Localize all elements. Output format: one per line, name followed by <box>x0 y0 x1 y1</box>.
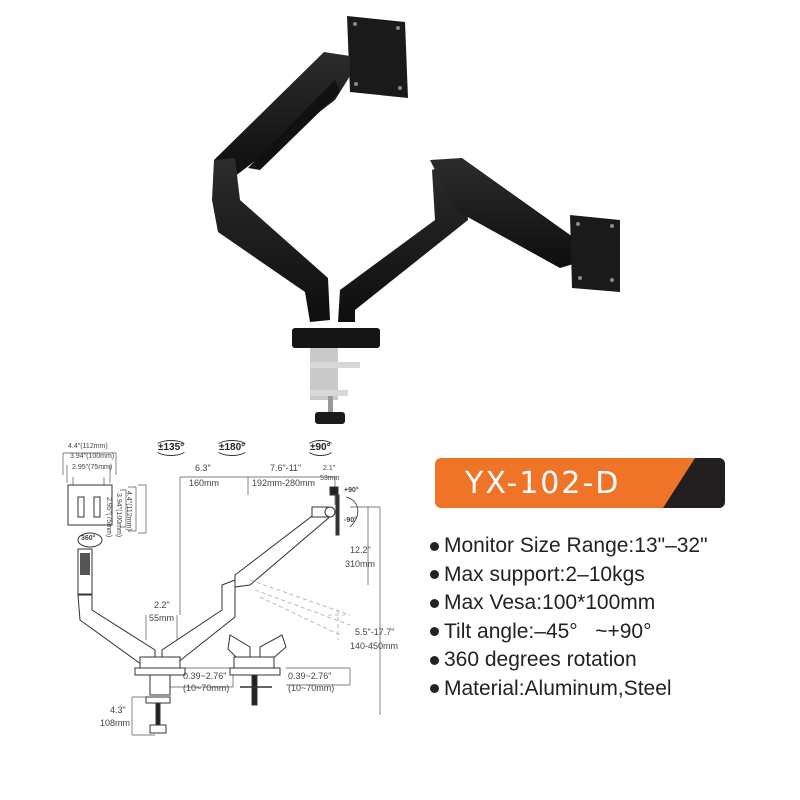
clamp-depth-in: 4.3" <box>110 705 126 715</box>
vesa-outer-height: 4.4"(112mm) <box>125 491 132 531</box>
bullet-icon <box>430 598 439 608</box>
dual-monitor-arm-image <box>212 16 620 424</box>
pole-gap-mm: 55mm <box>149 613 175 623</box>
clamp-depth-mm: 108mm <box>100 718 131 728</box>
head-length-mm: 53mm <box>320 475 340 482</box>
vesa-plate-right <box>570 215 620 292</box>
dimension-diagram: ±135° ±180° ±90° 360° +90° -90° 4.4"(112… <box>50 435 420 745</box>
bullet-icon <box>430 684 439 694</box>
vesa-outer-width: 4.4"(112mm) <box>68 443 108 450</box>
spec-item: Max support:2–10kgs <box>430 561 790 590</box>
spec-max-vesa: Max Vesa:100*100mm <box>444 591 656 614</box>
rotation-180-label: ±180° <box>215 440 250 456</box>
vertical-reach-mm: 310mm <box>345 559 376 569</box>
vesa-mid-height: 3.94"(100mm) <box>115 493 122 538</box>
spec-item: Max Vesa:100*100mm <box>430 589 790 618</box>
height-range-in: 5.5"-17.7" <box>355 627 395 637</box>
tilt-down-label: -90° <box>344 517 357 524</box>
spec-monitor-size: Monitor Size Range:13"–32" <box>444 534 708 557</box>
vesa-plate-left <box>347 16 408 98</box>
grommet-range-in: 0.39~2.76" <box>288 671 332 681</box>
spec-item: Material:Aluminum,Steel <box>430 675 790 704</box>
vertical-reach-in: 12.2" <box>350 545 371 555</box>
spec-list: Monitor Size Range:13"–32" Max support:2… <box>430 532 790 703</box>
pole-gap-in: 2.2" <box>154 600 170 610</box>
spec-item: Tilt angle:–45° ~+90° <box>430 618 790 647</box>
spec-max-support: Max support:2–10kgs <box>444 562 645 586</box>
bullet-icon <box>430 541 439 551</box>
bullet-icon <box>430 655 439 665</box>
diagram-lines <box>62 452 381 736</box>
head-length-in: 2.1" <box>323 465 336 472</box>
arm2-length-in: 7.6"-11" <box>270 463 302 473</box>
height-range-mm: 140-450mm <box>350 641 399 651</box>
grommet-range-mm: (10~70mm) <box>288 683 335 693</box>
arm1-length-in: 6.3" <box>195 463 211 473</box>
product-photo <box>200 10 620 430</box>
arm1-length-mm: 160mm <box>189 478 220 488</box>
tilt-up-label: +90° <box>344 487 359 494</box>
spec-tilt-angle: Tilt angle:–45° ~+90° <box>444 619 652 643</box>
clamp-range-mm: (10~70mm) <box>183 683 230 693</box>
vesa-inner-height: 2.95"(75mm) <box>105 497 112 538</box>
bullet-icon <box>430 570 439 580</box>
spec-item: 360 degrees rotation <box>430 646 790 675</box>
rotation-90-label: ±90° <box>306 440 335 456</box>
rotation-135-label: ±135° <box>154 440 189 456</box>
model-badge: YX-102-D <box>435 458 725 508</box>
arm2-length-mm: 192mm-280mm <box>252 478 316 488</box>
clamp-range-in: 0.39~2.76" <box>183 671 227 681</box>
spec-material: Material:Aluminum,Steel <box>444 676 672 700</box>
spec-item: Monitor Size Range:13"–32" <box>430 532 790 561</box>
vesa-inner-width: 2.95"(75mm) <box>72 464 113 471</box>
swivel-360-label: 360° <box>81 535 96 542</box>
model-name: YX-102-D <box>465 466 621 501</box>
vesa-mid-width: 3.94"(100mm) <box>70 453 115 460</box>
bullet-icon <box>430 627 439 637</box>
spec-rotation: 360 degrees rotation <box>444 648 637 671</box>
